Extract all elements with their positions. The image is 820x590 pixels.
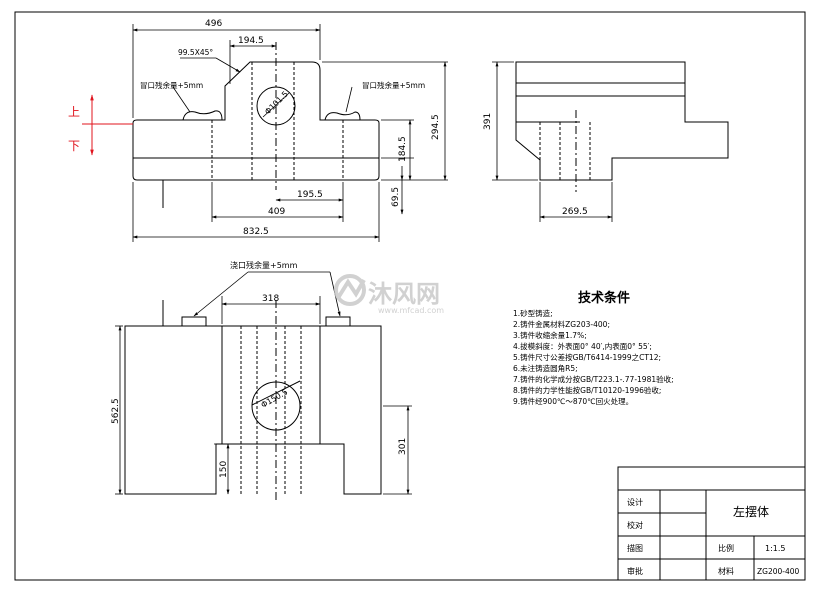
draw-label: 描图 <box>627 543 643 553</box>
watermark-url: www.mfcad.com <box>378 306 444 315</box>
front-view-labels: 496 194.5 99.5X45° 冒口残余量+5mm 冒口残余量+5mm Φ… <box>140 19 441 237</box>
material-value: ZG200-400 <box>757 567 800 576</box>
watermark-logo-icon <box>334 274 366 306</box>
dim-832-5: 832.5 <box>243 227 269 237</box>
tech-item: 5.铸件尺寸公差按GB/T6414-1999之CT12; <box>513 352 661 362</box>
dim-69-5: 69.5 <box>391 187 401 207</box>
riser-right-note: 冒口残余量+5mm <box>362 80 425 90</box>
riser-left-note: 冒口残余量+5mm <box>140 80 203 90</box>
tech-item: 4.拔模斜度：外表面0° 40′,内表面0° 55′; <box>513 341 652 351</box>
dim-hole-101: Φ101.5 <box>263 89 290 116</box>
tech-item: 1.砂型铸造; <box>513 308 553 318</box>
dim-194-5: 194.5 <box>238 36 264 46</box>
title-block <box>617 466 806 581</box>
tech-title: 技术条件 <box>578 290 630 306</box>
part-name: 左摆体 <box>733 504 769 519</box>
dim-269-5: 269.5 <box>562 207 588 217</box>
technical-requirements: 技术条件 1.砂型铸造; 2.铸件金属材料ZG203-400; 3.铸件收缩余量… <box>513 290 674 406</box>
top-view <box>124 300 382 500</box>
front-view-dimensions <box>132 24 448 242</box>
dim-318: 318 <box>262 294 279 304</box>
gate-note: 浇口残余量+5mm <box>230 260 298 270</box>
dim-496: 496 <box>205 19 222 29</box>
tech-item: 2.铸件金属材料ZG203-400; <box>513 319 610 329</box>
top-view-dimensions <box>115 271 412 495</box>
front-view <box>132 42 380 208</box>
tech-item: 9.铸件经900℃～870℃回火处理。 <box>513 396 633 406</box>
dim-184-5: 184.5 <box>398 136 408 162</box>
tech-item: 8.铸件的力学性能按GB/T10120-1996验收; <box>513 385 661 395</box>
check-label: 校对 <box>627 520 643 530</box>
watermark: 沐风网 www.mfcad.com <box>334 274 444 315</box>
dim-294-5: 294.5 <box>431 114 441 140</box>
side-view-dimensions <box>492 61 613 222</box>
dim-562-5: 562.5 <box>111 398 121 424</box>
scale-label: 比例 <box>718 543 734 553</box>
tech-item: 3.铸件收缩余量1.7%; <box>513 330 587 340</box>
sheet-border <box>14 11 806 581</box>
lower-label: 下 <box>68 139 80 153</box>
dim-150: 150 <box>219 461 229 478</box>
dim-301: 301 <box>398 438 408 455</box>
side-view <box>515 61 729 192</box>
watermark-brand: 沐风网 <box>368 280 440 308</box>
approve-label: 审批 <box>627 566 643 576</box>
parting-line-markers: 上 下 <box>68 94 133 156</box>
dim-391: 391 <box>483 113 493 130</box>
dim-409: 409 <box>268 207 285 217</box>
side-view-labels: 391 269.5 <box>483 113 588 217</box>
dim-chamfer: 99.5X45° <box>178 48 213 57</box>
material-label: 材料 <box>718 566 734 576</box>
scale-value: 1:1.5 <box>765 544 786 553</box>
dim-195-5: 195.5 <box>297 190 323 200</box>
title-block-text: 设计 校对 描图 审批 左摆体 比例 1:1.5 材料 ZG200-400 <box>627 497 800 576</box>
upper-label: 上 <box>68 105 80 119</box>
design-label: 设计 <box>627 497 643 507</box>
tech-item: 6.未注铸造圆角R5; <box>513 363 578 373</box>
tech-item: 7.铸件的化学成分按GB/T223.1-.77-1981验收; <box>513 374 674 384</box>
